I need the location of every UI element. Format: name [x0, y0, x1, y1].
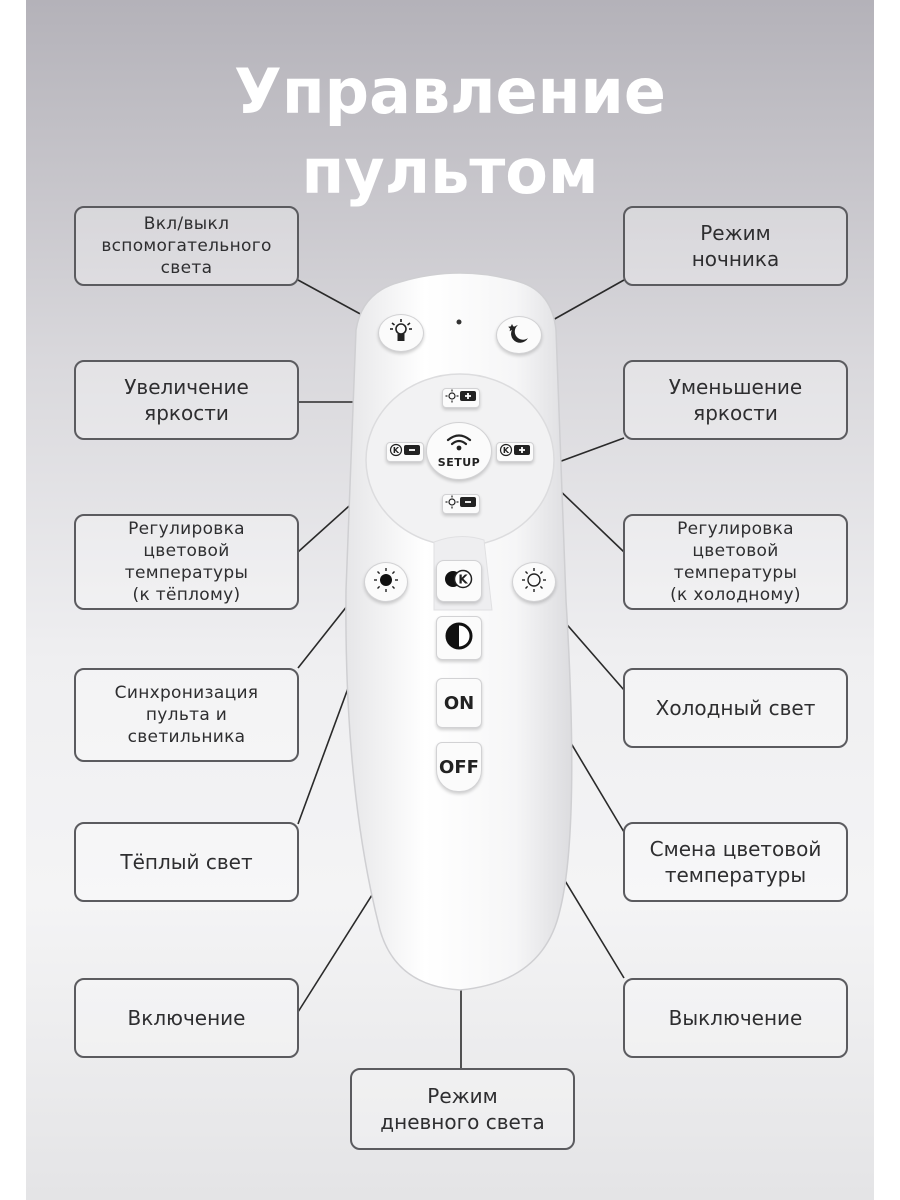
off-label: OFF	[439, 756, 479, 778]
color-temp-cold-button[interactable]: K	[496, 442, 534, 462]
label-aux-light: Вкл/выкл вспомогательного света	[74, 206, 299, 286]
moon-icon	[506, 321, 532, 350]
label-color-temp-warm-text: Регулировка цветовой температуры (к тёпл…	[124, 519, 249, 605]
warm-light-button[interactable]	[364, 562, 408, 602]
label-cold-light-text: Холодный свет	[655, 696, 816, 720]
label-brightness-up: Увеличение яркости	[74, 360, 299, 440]
label-night-mode: Режим ночника	[623, 206, 848, 286]
label-sync: Синхронизация пульта и светильника	[74, 668, 299, 762]
label-sync-text: Синхронизация пульта и светильника	[114, 683, 259, 747]
label-night-mode-text: Режим ночника	[691, 221, 780, 271]
label-brightness-up-text: Увеличение яркости	[124, 375, 249, 425]
svg-text:K: K	[503, 446, 510, 455]
sun-filled-icon	[373, 567, 399, 598]
label-power-off: Выключение	[623, 978, 848, 1058]
bulb-icon	[388, 318, 414, 349]
color-temp-down-icon: K	[389, 443, 421, 462]
label-color-temp-cold: Регулировка цветовой температуры (к холо…	[623, 514, 848, 610]
on-label: ON	[443, 692, 475, 714]
night-mode-button[interactable]	[496, 316, 542, 354]
label-aux-light-text: Вкл/выкл вспомогательного света	[101, 214, 272, 278]
brightness-down-icon	[445, 495, 477, 514]
daylight-mode-button[interactable]	[436, 616, 482, 660]
label-power-on: Включение	[74, 978, 299, 1058]
label-color-temp-warm: Регулировка цветовой температуры (к тёпл…	[74, 514, 299, 610]
change-temp-button[interactable]: K	[436, 560, 482, 602]
aux-light-button[interactable]	[378, 314, 424, 352]
label-power-off-text: Выключение	[668, 1006, 803, 1030]
label-brightness-down: Уменьшение яркости	[623, 360, 848, 440]
remote-control: K K SETUP K ON	[340, 270, 580, 1010]
svg-text:K: K	[393, 446, 400, 455]
label-power-on-text: Включение	[127, 1006, 246, 1030]
label-warm-light: Тёплый свет	[74, 822, 299, 902]
label-daylight-mode: Режим дневного света	[350, 1068, 575, 1150]
k-label: K	[458, 572, 468, 586]
label-change-temp: Смена цветовой температуры	[623, 822, 848, 902]
cold-light-button[interactable]	[512, 562, 556, 602]
label-daylight-mode-text: Режим дневного света	[380, 1084, 545, 1134]
power-off-button[interactable]: OFF	[436, 742, 482, 792]
label-cold-light: Холодный свет	[623, 668, 848, 748]
label-brightness-down-text: Уменьшение яркости	[668, 375, 803, 425]
label-change-temp-text: Смена цветовой температуры	[649, 837, 822, 887]
color-temp-warm-button[interactable]: K	[386, 442, 424, 462]
color-temp-up-icon: K	[499, 443, 531, 462]
temp-change-icon: K	[443, 568, 475, 595]
label-color-temp-cold-text: Регулировка цветовой температуры (к холо…	[670, 519, 801, 605]
page-title: Управление пультом	[234, 55, 666, 208]
brightness-up-icon	[445, 389, 477, 408]
brightness-up-button[interactable]	[442, 388, 480, 408]
label-warm-light-text: Тёплый свет	[120, 850, 253, 874]
daylight-icon	[444, 621, 474, 656]
sun-outline-icon	[521, 567, 547, 598]
setup-button[interactable]: SETUP	[426, 422, 492, 480]
power-on-button[interactable]: ON	[436, 678, 482, 728]
wifi-icon	[446, 433, 472, 456]
brightness-down-button[interactable]	[442, 494, 480, 514]
setup-label: SETUP	[437, 456, 481, 469]
